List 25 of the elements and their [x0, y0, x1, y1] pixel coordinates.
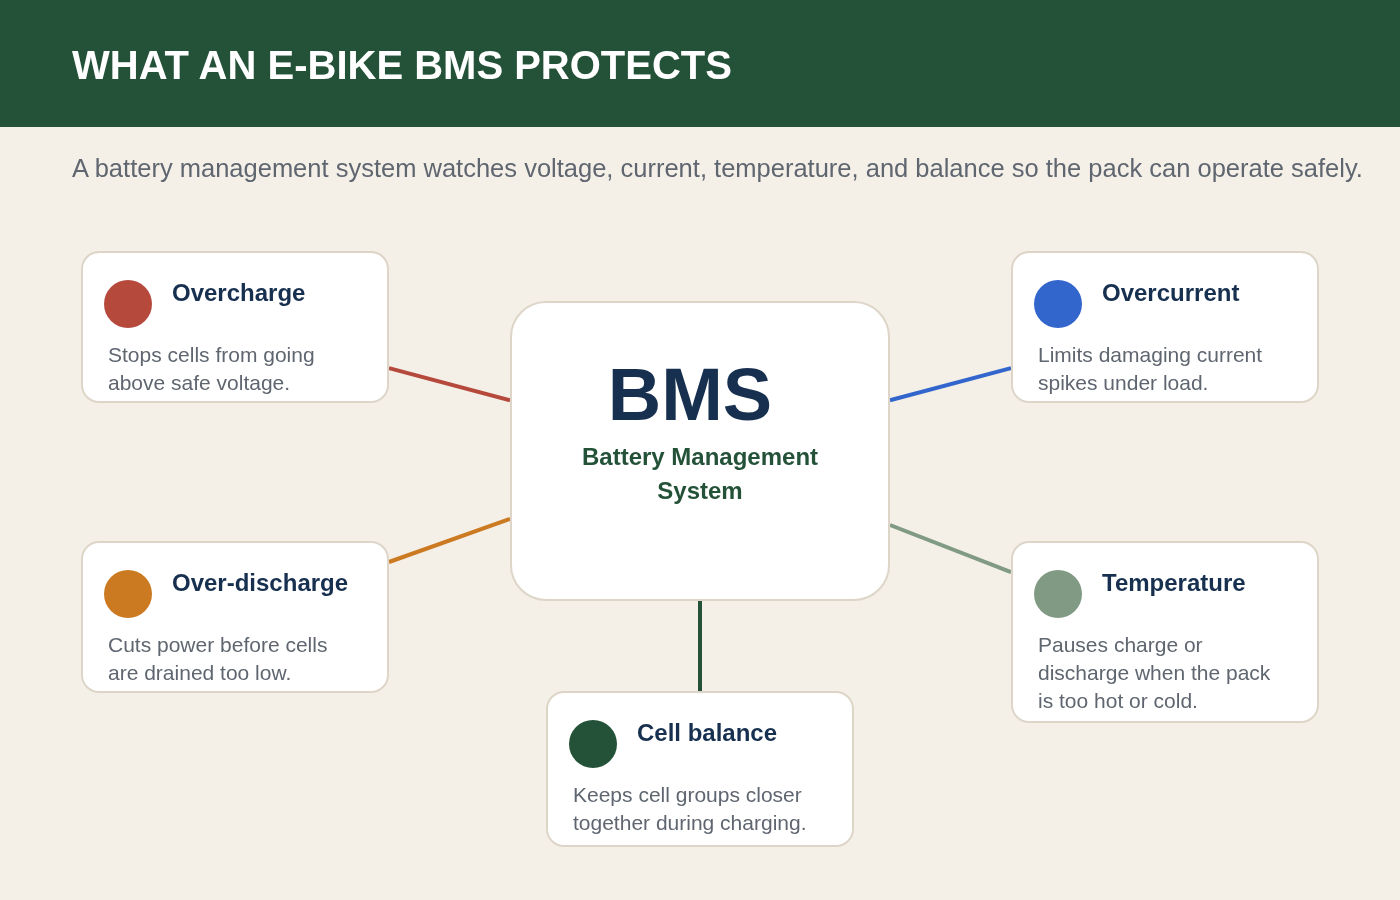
connector-line: [889, 523, 1012, 574]
card-description: Limits damaging current spikes under load.: [1038, 342, 1264, 396]
connector-line: [388, 516, 511, 564]
feature-card: [1011, 251, 1319, 403]
card-heading: Temperature: [1102, 568, 1246, 598]
feature-card: [546, 691, 854, 847]
hub-title: BMS: [606, 353, 774, 437]
card-description: Stops cells from going above safe voltage.: [108, 342, 316, 396]
hub-card: [510, 301, 890, 601]
connector-line: [889, 366, 1012, 403]
connector-line: [388, 366, 511, 403]
card-description: Keeps cell groups closer together during charging.: [573, 782, 808, 836]
page-title: WHAT AN E-BIKE BMS PROTECTS: [72, 42, 732, 88]
feature-card: [1011, 541, 1319, 723]
card-heading: Overcurrent: [1102, 278, 1240, 308]
card-description: Pauses charge or discharge when the pack is too hot or cold.: [1038, 632, 1272, 714]
hub-subtitle: Battery Management System: [580, 442, 820, 506]
card-heading: Overcharge: [172, 278, 306, 308]
card-heading: Over-discharge: [172, 568, 349, 598]
card-heading: Cell balance: [637, 718, 778, 748]
connector-line: [698, 601, 702, 691]
feature-card: [81, 541, 389, 693]
card-description: Cuts power before cells are drained too low.: [108, 632, 329, 686]
subtitle: A battery management system watches voltage, current, temperature, and balance so the pack can operate safely.: [72, 153, 1363, 183]
feature-card: [81, 251, 389, 403]
